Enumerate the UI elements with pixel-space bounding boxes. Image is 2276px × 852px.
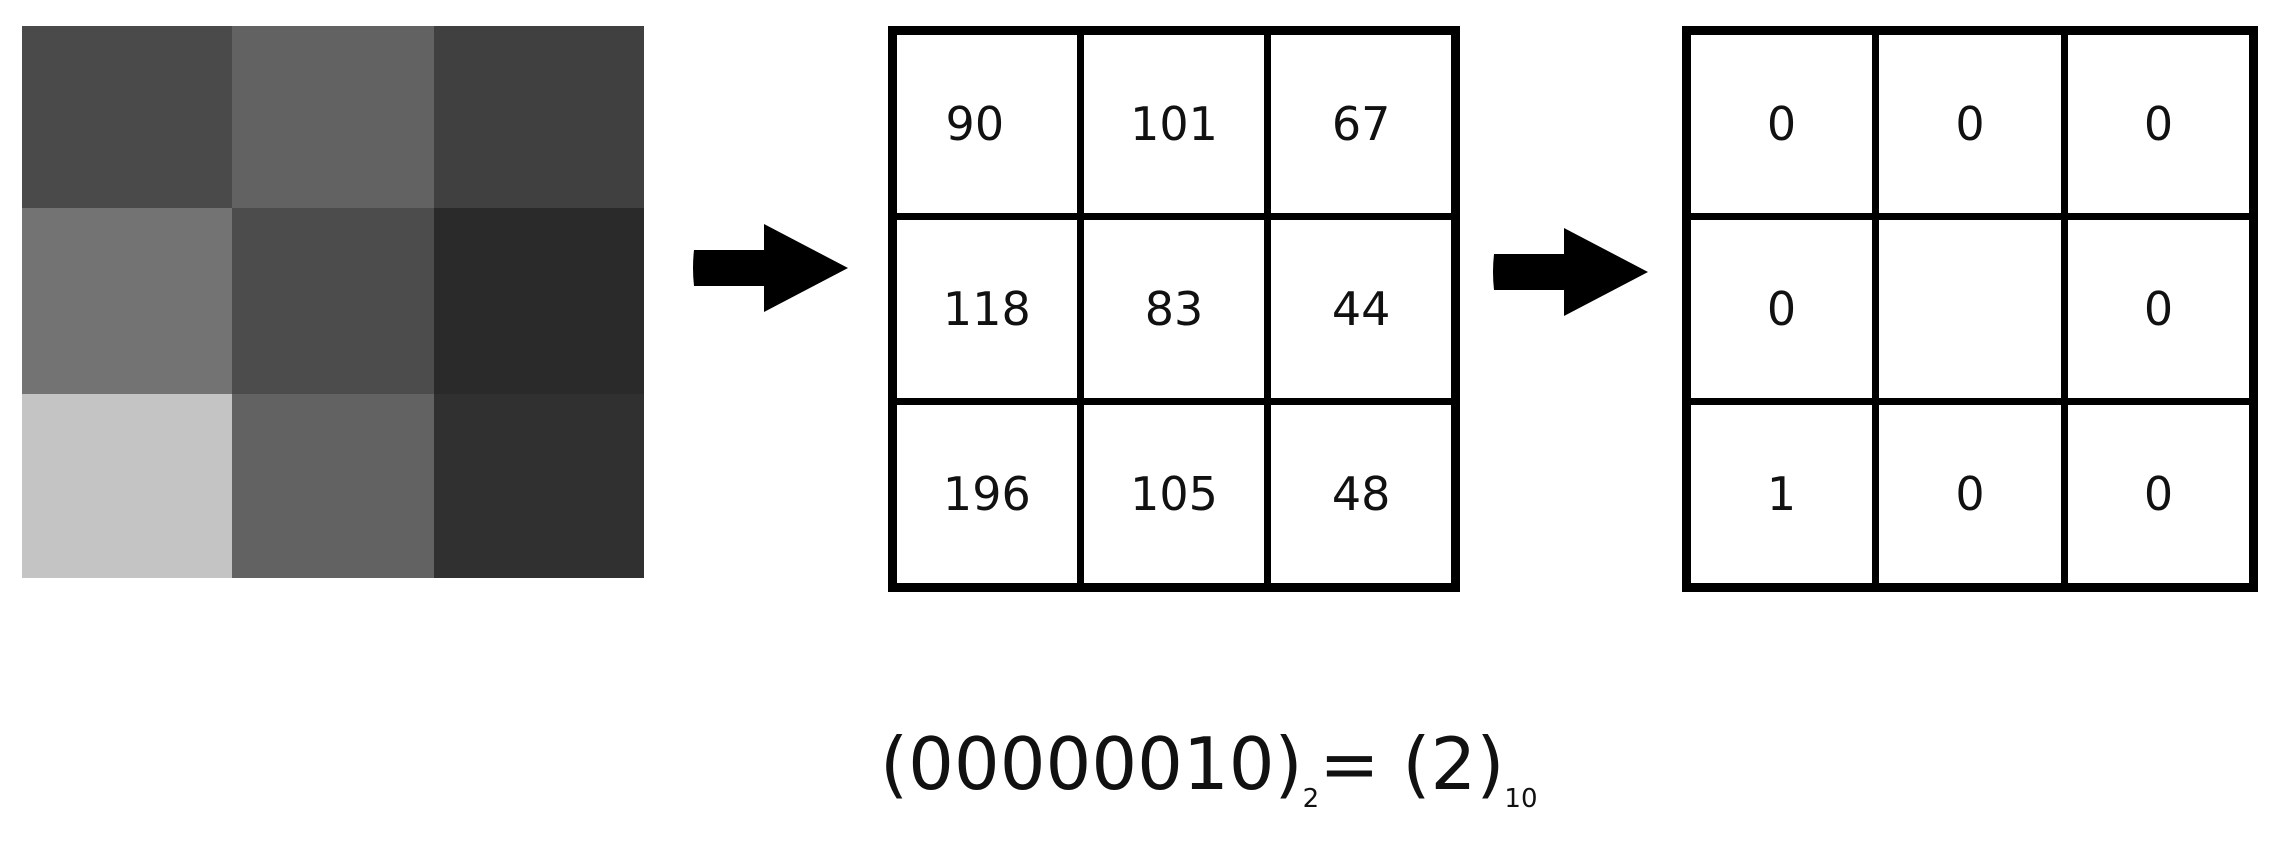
binary-cell: 0 [1872, 27, 2068, 220]
right-arrow-icon [690, 220, 850, 316]
binary-center-cell [1872, 213, 2068, 405]
intensity-row: 90 101 67 [889, 27, 1459, 220]
equals-sign: = [1319, 722, 1403, 806]
intensity-row: 118 83 44 [889, 213, 1459, 405]
intensity-cell: 105 [1076, 398, 1272, 591]
patch-cell-1-1 [232, 208, 434, 394]
intensity-cell: 67 [1264, 27, 1459, 220]
patch-cell-2-1 [232, 394, 434, 578]
binary-cell: 0 [2061, 213, 2257, 405]
binary-matrix: 0 0 0 0 0 1 0 0 [1682, 26, 2258, 592]
patch-cell-0-0 [22, 26, 232, 208]
binary-row: 1 0 0 [1683, 398, 2257, 591]
binary-cell: 0 [2061, 398, 2257, 591]
right-arrow-icon-svg [693, 224, 848, 312]
intensity-cell: 48 [1264, 398, 1459, 591]
binary-row: 0 0 0 [1683, 27, 2257, 220]
grayscale-patch [22, 26, 644, 578]
right-arrow-icon-svg [1493, 228, 1648, 316]
binary-cell: 1 [1683, 398, 1879, 591]
binary-base-subscript: 2 [1302, 784, 1320, 814]
patch-cell-1-0 [22, 208, 232, 394]
lbp-formula: (00000010)2= (2)10 [880, 728, 1538, 812]
intensity-cell: 118 [889, 213, 1084, 405]
patch-cell-2-2 [434, 394, 644, 578]
binary-cell: 0 [2061, 27, 2257, 220]
binary-cell: 0 [1683, 27, 1879, 220]
intensity-matrix: 90 101 67 118 83 44 196 105 48 [888, 26, 1460, 592]
intensity-cell: 90 [889, 27, 1084, 220]
decimal-code: (2) [1402, 722, 1505, 806]
intensity-cell: 83 [1076, 213, 1272, 405]
decimal-base-subscript: 10 [1504, 784, 1538, 814]
binary-row: 0 0 [1683, 213, 2257, 405]
patch-cell-0-2 [434, 26, 644, 208]
intensity-cell: 44 [1264, 213, 1459, 405]
intensity-row: 196 105 48 [889, 398, 1459, 591]
patch-cell-1-2 [434, 208, 644, 394]
intensity-cell: 101 [1076, 27, 1272, 220]
binary-code: (00000010) [880, 722, 1303, 806]
patch-cell-2-0 [22, 394, 232, 578]
patch-cell-0-1 [232, 26, 434, 208]
intensity-cell: 196 [889, 398, 1084, 591]
binary-cell: 0 [1683, 213, 1879, 405]
binary-cell: 0 [1872, 398, 2068, 591]
right-arrow-icon [1490, 224, 1650, 320]
